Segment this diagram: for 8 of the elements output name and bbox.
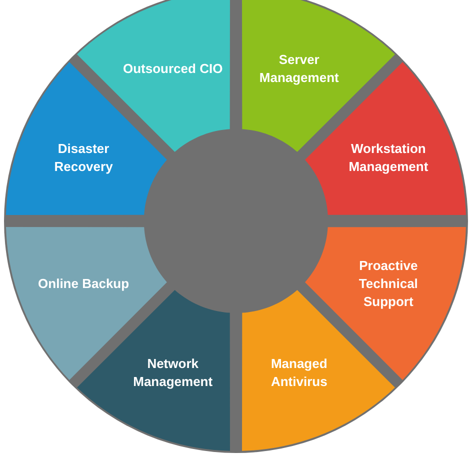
segment-label: Disaster Recovery	[53, 140, 114, 176]
segment-label: Server Management	[258, 50, 340, 87]
segment-label: Outsourced CIO	[122, 60, 223, 78]
segment-label: Workstation Management	[348, 140, 430, 176]
segment-label: Proactive Technical Support	[358, 257, 419, 312]
segment-label: Online Backup	[37, 275, 130, 294]
segment-label: Network Management	[132, 355, 214, 392]
segment-label: Managed Antivirus	[270, 355, 328, 392]
